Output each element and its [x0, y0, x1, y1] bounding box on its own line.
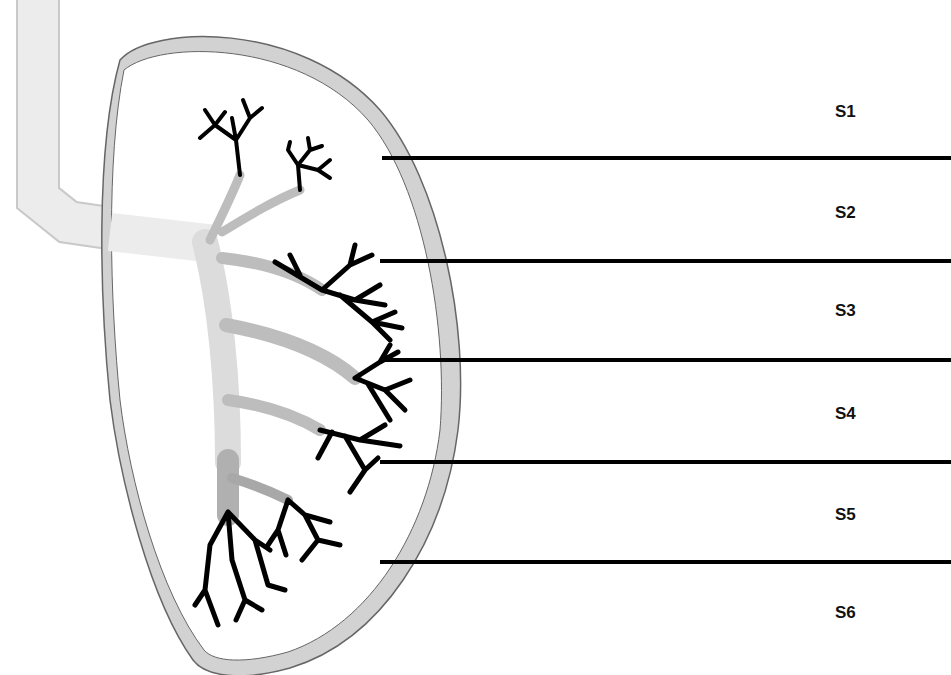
segment-label: S1 — [835, 102, 856, 122]
segment-label: S6 — [835, 603, 856, 623]
segment-label: S2 — [835, 203, 856, 223]
segment-label: S5 — [835, 505, 856, 525]
divider-line — [380, 460, 951, 464]
divider-lines — [380, 158, 951, 562]
divider-line — [380, 259, 951, 263]
main-trunk — [205, 242, 228, 462]
organ-interior — [112, 52, 442, 661]
terminal-branches — [195, 100, 410, 625]
segment-label: S3 — [835, 301, 856, 321]
segment-label: S4 — [835, 404, 856, 424]
capsule — [102, 37, 461, 675]
divider-line — [380, 358, 951, 362]
branch — [232, 478, 288, 500]
branch — [226, 325, 355, 378]
branch — [228, 400, 320, 430]
branch — [222, 190, 300, 232]
divider-line — [380, 560, 951, 564]
divider-line — [382, 156, 951, 160]
trunk-lower — [217, 460, 239, 515]
branch — [222, 258, 322, 290]
